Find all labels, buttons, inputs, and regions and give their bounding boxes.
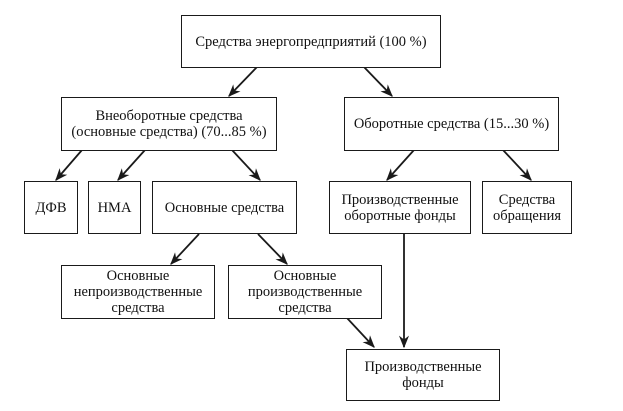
node-prod-working-funds: Производственные оборотные фонды [329, 181, 471, 234]
arrow-root-to-current [363, 66, 393, 97]
arrow-current-to-prod-working-funds [386, 149, 415, 181]
node-prod-fixed-assets: Основные производственные средства [228, 265, 382, 319]
node-fixed-assets: Основные средства [152, 181, 297, 234]
node-prod-funds: Производственные фонды [346, 349, 500, 401]
node-current-assets: Оборотные средства (15...30 %) [344, 97, 559, 151]
arrow-non-current-to-dfv [55, 149, 83, 181]
node-non-prod-fixed-assets: Основные непроизводственные средства [61, 265, 215, 319]
arrow-root-to-non-current [228, 66, 258, 97]
node-circulation-funds: Средства обращения [482, 181, 572, 234]
arrow-current-to-circulation-funds [502, 149, 532, 181]
node-nma: НМА [88, 181, 141, 234]
arrow-non-current-to-nma [117, 149, 146, 181]
arrow-non-current-to-fixed-assets [231, 149, 261, 181]
arrow-prod-fixed-to-prod-funds [346, 317, 375, 348]
arrow-fixed-assets-to-prod-fixed [257, 233, 288, 265]
arrow-fixed-assets-to-non-prod-fixed [170, 233, 200, 265]
node-root: Средства энергопредприятий (100 %) [181, 15, 441, 68]
node-non-current-assets: Внеоборотные средства (основные средства… [61, 97, 277, 151]
node-dfv: ДФВ [24, 181, 78, 234]
